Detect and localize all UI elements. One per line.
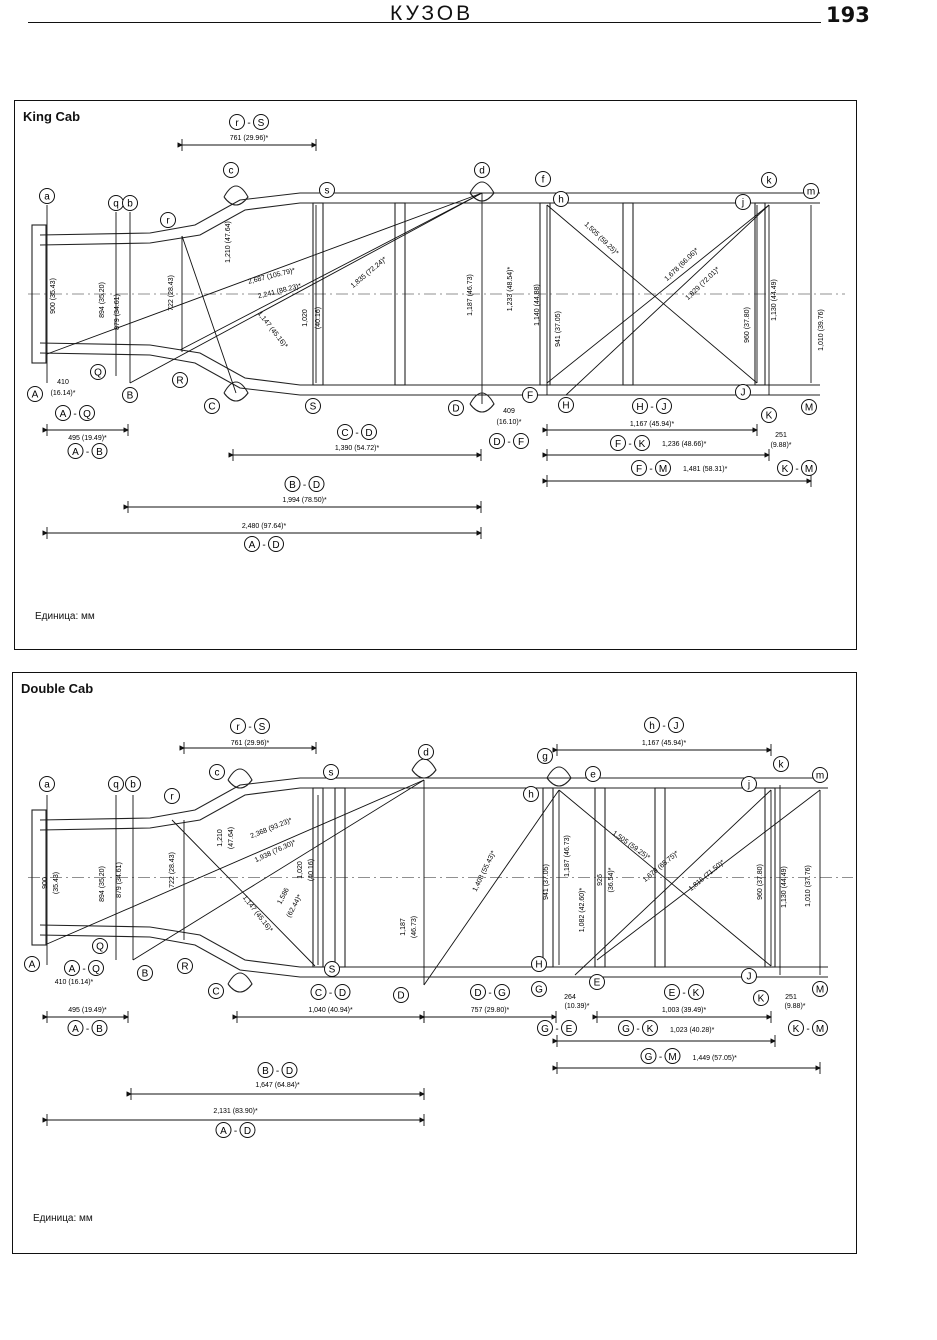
section-title: КУЗОВ — [390, 2, 474, 25]
panel-title: King Cab — [23, 109, 81, 124]
double-cab-panel: Double Cab Единица: мм — [12, 672, 857, 1254]
panel-title: Double Cab — [21, 681, 94, 696]
page-number: 193 — [826, 3, 870, 27]
unit-label: Единица: мм — [35, 611, 95, 622]
header-rule — [28, 22, 821, 23]
king-cab-panel: King Cab Единица: мм — [14, 100, 857, 650]
unit-label: Единица: мм — [33, 1213, 93, 1224]
